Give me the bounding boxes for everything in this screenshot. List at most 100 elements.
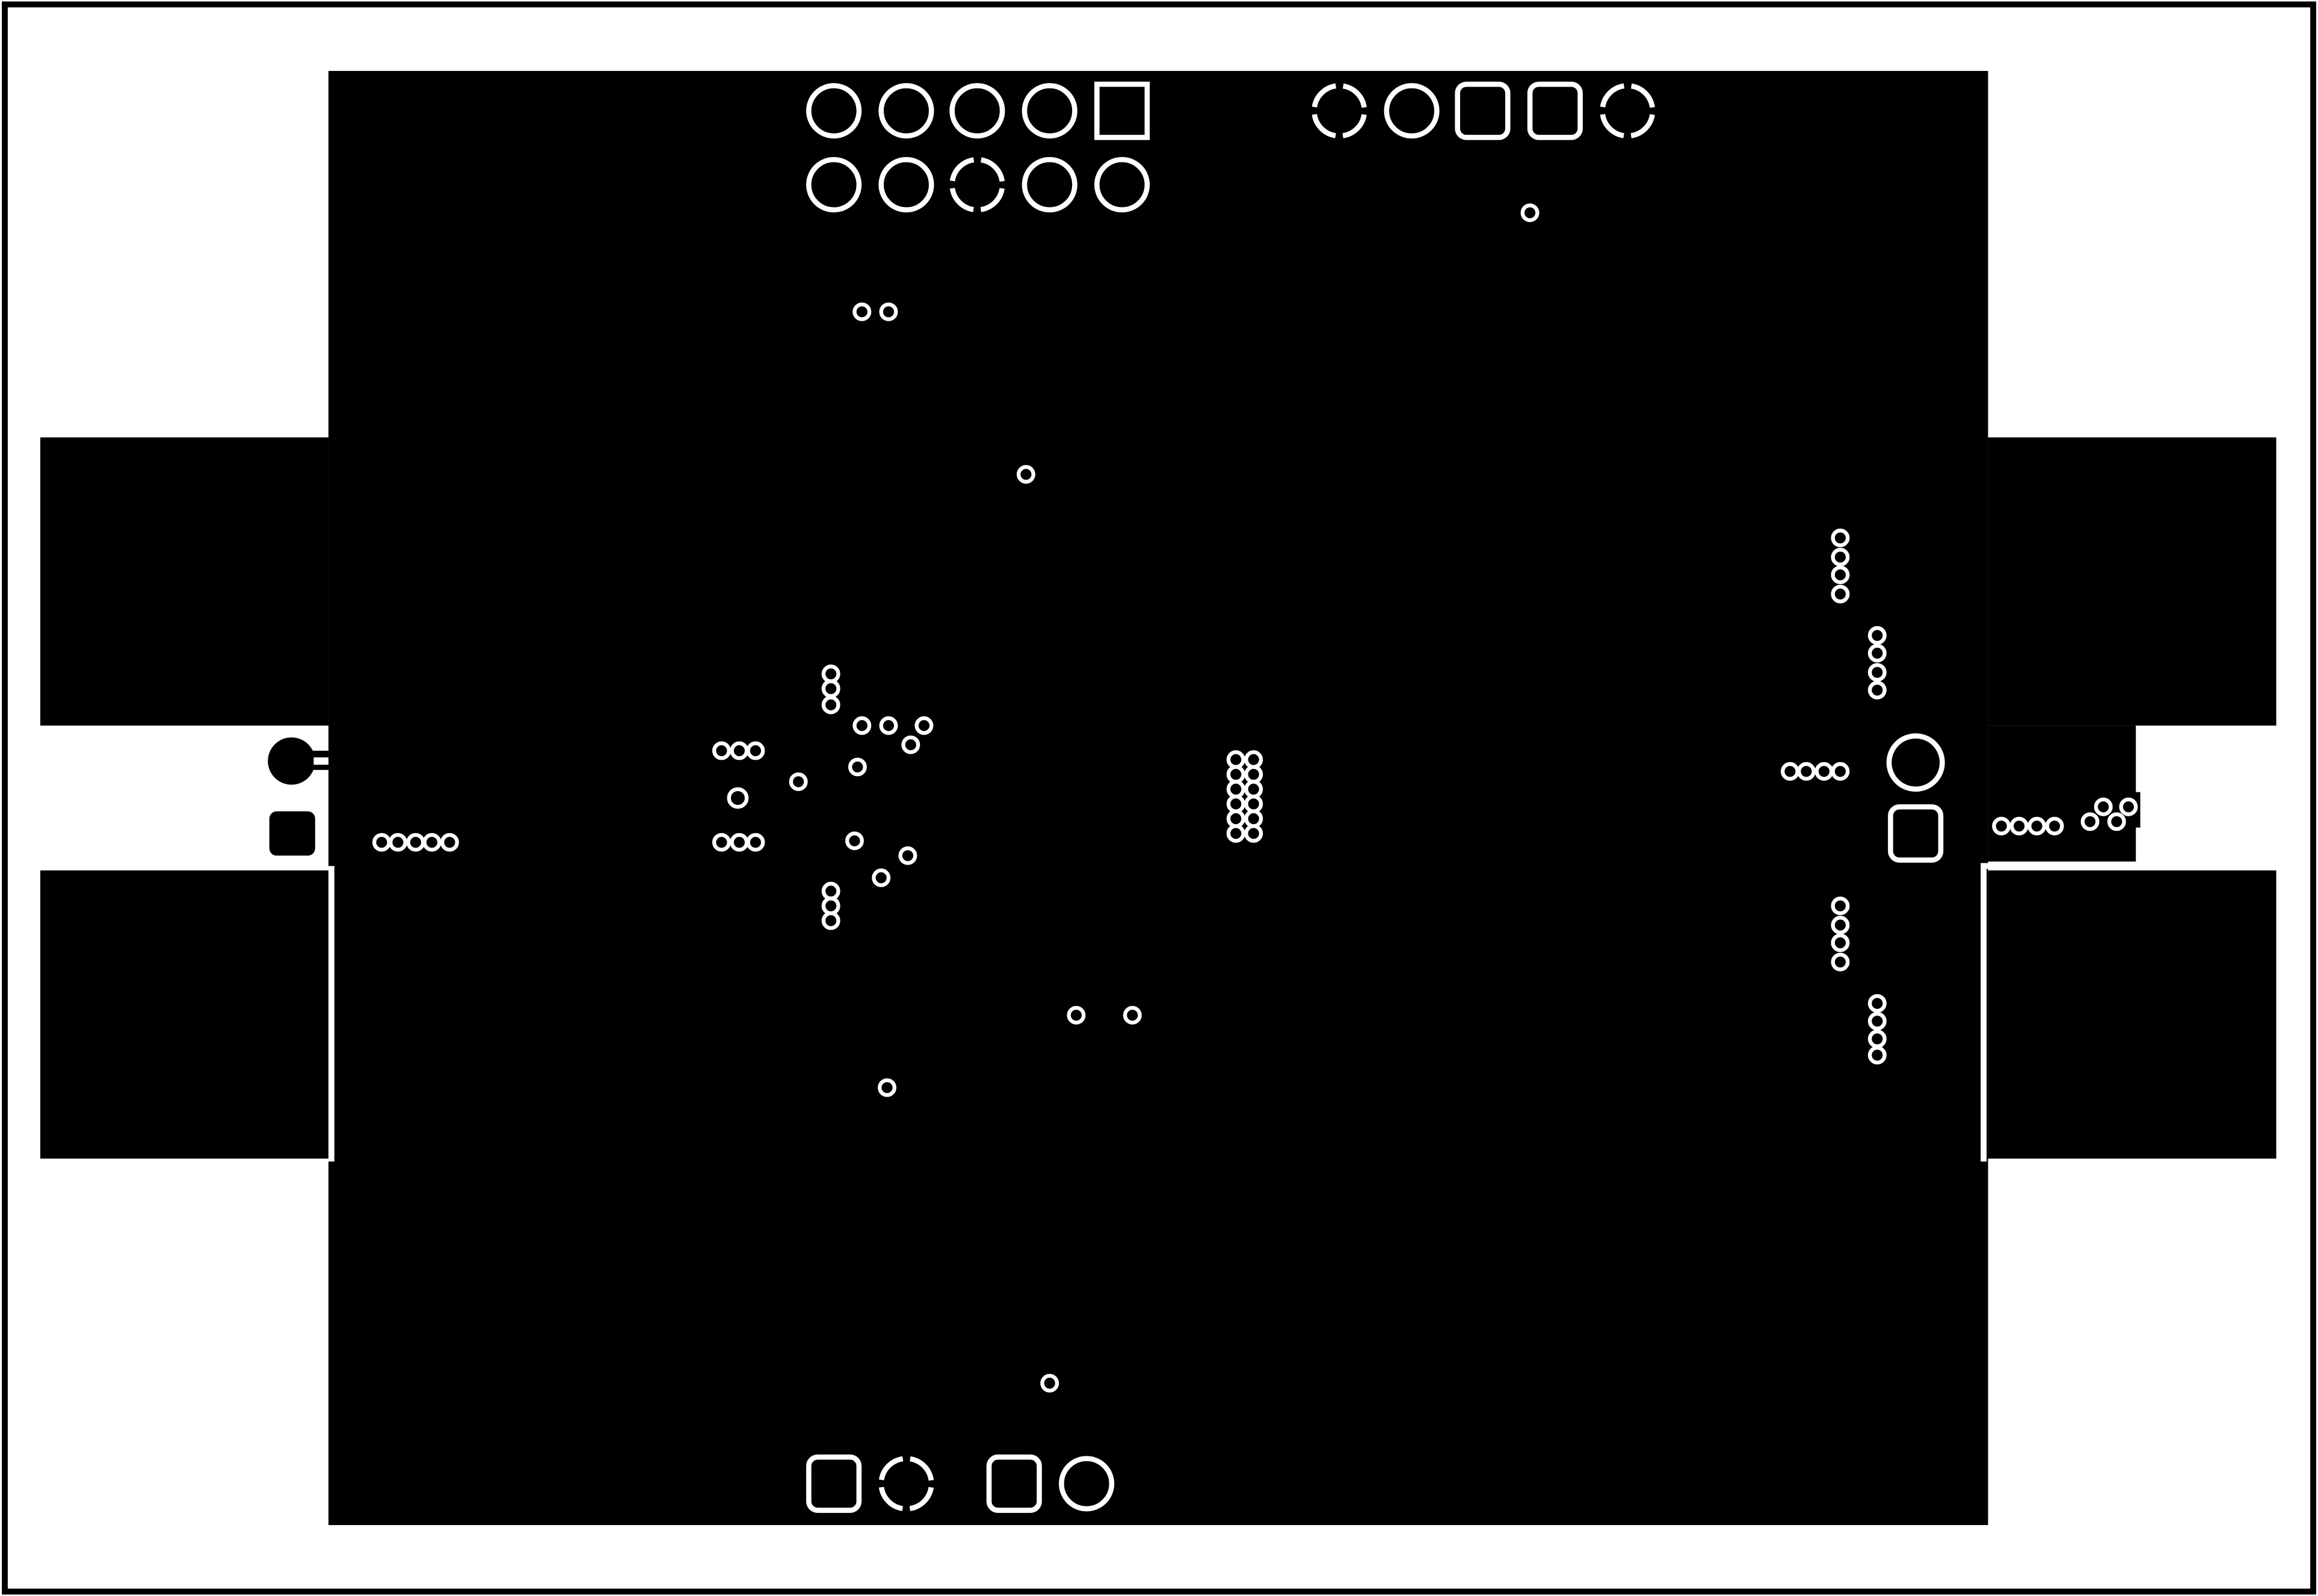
via: [1867, 644, 1887, 663]
via: [1520, 203, 1540, 223]
via: [746, 833, 765, 852]
via: [1831, 916, 1850, 935]
via: [422, 833, 442, 852]
square-pad: [986, 1454, 1042, 1513]
left-top-tab: [40, 437, 328, 726]
via: [879, 302, 898, 321]
square-pad: [1455, 81, 1511, 140]
via: [2119, 797, 2138, 816]
via: [1867, 994, 1887, 1013]
via: [730, 741, 749, 760]
round-pad: [806, 157, 862, 213]
via: [712, 741, 731, 760]
via: [1226, 809, 1245, 828]
via: [440, 833, 459, 852]
via: [1226, 765, 1245, 784]
via: [727, 787, 749, 809]
via: [406, 833, 425, 852]
thermal-pad: [1312, 83, 1367, 139]
pads-and-vias: [372, 81, 2138, 1513]
via: [1244, 750, 1263, 769]
via: [2080, 812, 2100, 831]
via: [1244, 780, 1263, 799]
via: [1831, 547, 1850, 567]
via: [1226, 824, 1245, 843]
via: [901, 735, 920, 754]
via: [821, 911, 840, 930]
via: [1226, 750, 1245, 769]
via: [789, 772, 808, 791]
via: [1814, 762, 1834, 781]
thermal-pad: [1600, 83, 1656, 139]
via: [746, 741, 765, 760]
via: [1867, 626, 1887, 645]
via: [1831, 565, 1850, 585]
round-pad: [949, 83, 1005, 139]
round-pad: [1094, 157, 1150, 213]
via: [1226, 780, 1245, 799]
via: [1831, 528, 1850, 547]
round-pad: [878, 157, 934, 213]
right-clearance-gap: [1980, 863, 2138, 1162]
via: [2094, 797, 2113, 816]
round-pad: [1384, 83, 1440, 139]
via: [1867, 1011, 1887, 1031]
via: [1244, 794, 1263, 813]
via: [1867, 680, 1887, 700]
via: [1831, 896, 1850, 916]
right-bottom-tab: [1988, 870, 2276, 1159]
right-mid-pour: [1988, 726, 2136, 862]
via: [1831, 933, 1850, 952]
via: [1867, 1046, 1887, 1065]
via: [1992, 816, 2011, 836]
via: [1040, 1373, 1059, 1393]
via: [852, 716, 872, 735]
via: [388, 833, 407, 852]
via: [1123, 1006, 1142, 1025]
via: [848, 757, 867, 777]
via: [1831, 762, 1850, 781]
via: [2009, 816, 2029, 836]
via: [2045, 816, 2064, 836]
via: [878, 1078, 896, 1097]
round-pad: [878, 83, 934, 139]
via: [1226, 794, 1245, 813]
round-pad: [806, 83, 862, 139]
via: [1016, 465, 1035, 484]
via: [914, 716, 934, 735]
thermal-pad: [878, 1456, 934, 1512]
via: [821, 679, 840, 698]
square-pad: [806, 1454, 862, 1513]
via: [1244, 765, 1263, 784]
left-bottom-tab: [40, 870, 328, 1159]
via: [872, 868, 891, 887]
via: [821, 664, 840, 683]
via: [372, 833, 391, 852]
via: [821, 896, 840, 916]
via: [821, 695, 840, 715]
via: [1067, 1006, 1086, 1025]
round-pad: [1886, 733, 1945, 792]
via: [1780, 762, 1799, 781]
via: [730, 833, 749, 852]
via: [1796, 762, 1816, 781]
via: [1244, 809, 1263, 828]
via: [1244, 824, 1263, 843]
round-pad: [1022, 83, 1077, 139]
copper-pour: [40, 70, 2276, 1526]
via: [852, 302, 872, 321]
via: [2107, 812, 2126, 831]
left-square-pad: [269, 811, 315, 856]
right-top-tab: [1988, 437, 2276, 726]
via: [712, 833, 731, 852]
thermal-pad: [949, 157, 1005, 213]
via: [1867, 1029, 1887, 1049]
square-pad: [1094, 81, 1150, 140]
round-pad: [1022, 157, 1077, 213]
via: [1867, 663, 1887, 682]
via: [2027, 816, 2047, 836]
via: [1831, 585, 1850, 603]
via: [821, 881, 840, 901]
